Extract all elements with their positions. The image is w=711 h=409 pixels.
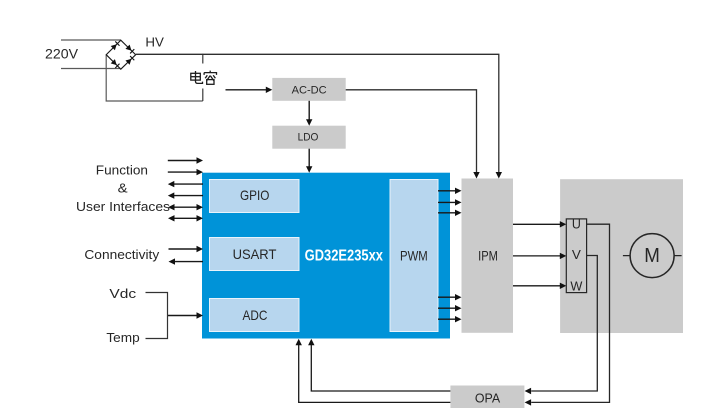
svg-text:ADC: ADC bbox=[243, 307, 268, 323]
svg-text:USART: USART bbox=[233, 246, 277, 262]
svg-text:OPA: OPA bbox=[475, 391, 501, 406]
svg-text:Temp: Temp bbox=[106, 330, 139, 345]
svg-text:IPM: IPM bbox=[478, 248, 498, 264]
svg-text:Connectivity: Connectivity bbox=[84, 247, 159, 262]
svg-text:HV: HV bbox=[145, 35, 164, 50]
svg-text:V: V bbox=[572, 248, 582, 262]
svg-text:W: W bbox=[570, 279, 582, 293]
svg-text:Vdc: Vdc bbox=[109, 286, 136, 301]
svg-text:Function: Function bbox=[96, 163, 148, 178]
svg-text:LDO: LDO bbox=[298, 132, 319, 144]
svg-text:GD32E235xx: GD32E235xx bbox=[305, 248, 383, 265]
svg-text:220V: 220V bbox=[45, 46, 79, 62]
svg-text:PWM: PWM bbox=[400, 248, 428, 264]
svg-text:M: M bbox=[644, 244, 660, 267]
svg-text:&: & bbox=[118, 181, 128, 196]
svg-text:AC-DC: AC-DC bbox=[292, 84, 327, 96]
svg-text:User Interfaces: User Interfaces bbox=[76, 199, 171, 214]
svg-text:GPIO: GPIO bbox=[240, 187, 270, 203]
svg-text:U: U bbox=[572, 218, 581, 232]
